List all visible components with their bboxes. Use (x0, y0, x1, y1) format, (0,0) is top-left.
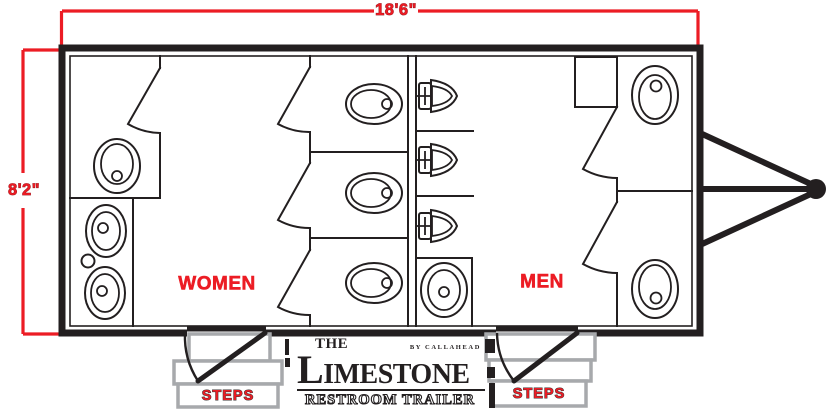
urinal (417, 142, 459, 178)
room-label-men: MEN (520, 272, 564, 293)
logo-ornament-left (285, 358, 290, 367)
logo-subtitle: RESTROOM TRAILER (304, 391, 476, 408)
steps-men: STEPS (484, 332, 597, 408)
toilet (345, 172, 403, 214)
dimension-height-label: 8'2" (8, 181, 40, 199)
sink-counter (415, 257, 473, 327)
room-men: MEN (415, 56, 693, 327)
room-women: WOMEN (69, 55, 409, 327)
dimension-width-label: 18'6" (375, 1, 417, 19)
logo-ornament-right (487, 367, 495, 378)
urinal-dividers (415, 130, 474, 197)
steps-label-right: STEPS (513, 386, 566, 402)
toilet (345, 262, 403, 304)
stall-door (276, 151, 312, 239)
toilet (631, 65, 679, 125)
sink (420, 262, 468, 318)
room-label-women: WOMEN (178, 274, 255, 295)
steps-label-left: STEPS (202, 388, 255, 404)
entry-door-men (495, 330, 580, 384)
logo-name: LIMESTONE (297, 347, 470, 392)
center-wall (407, 55, 417, 327)
stall-door (126, 55, 162, 199)
toilet (93, 138, 141, 194)
hitch-coupler (806, 179, 826, 199)
toilet (631, 259, 679, 319)
trailer-hitch (697, 130, 826, 248)
sink (84, 266, 126, 320)
sink (85, 204, 127, 258)
soap-dispenser (80, 253, 96, 269)
logo-rule (297, 388, 485, 391)
cabinet (574, 56, 618, 108)
urinal (417, 208, 459, 244)
entry-door-women (183, 330, 268, 384)
dimension-width: 18'6" (59, 1, 700, 47)
logo-the: THE (315, 336, 349, 352)
dimension-height: 8'2" (8, 48, 61, 336)
stall-door (276, 237, 312, 327)
logo-byline: BY CALLAHEAD (409, 343, 481, 351)
stall-door (581, 200, 619, 327)
steps-women: STEPS (172, 332, 284, 409)
stall-door (276, 55, 312, 153)
logo-ornament-right (489, 383, 495, 408)
stall-dividers (309, 151, 409, 239)
urinal (417, 78, 459, 114)
brand-logo: THE BY CALLAHEAD LIMESTONE RESTROOM TRAI… (285, 337, 495, 413)
toilet (345, 83, 403, 125)
logo-ornament-right (485, 339, 495, 353)
logo-ornament-left (285, 339, 289, 355)
